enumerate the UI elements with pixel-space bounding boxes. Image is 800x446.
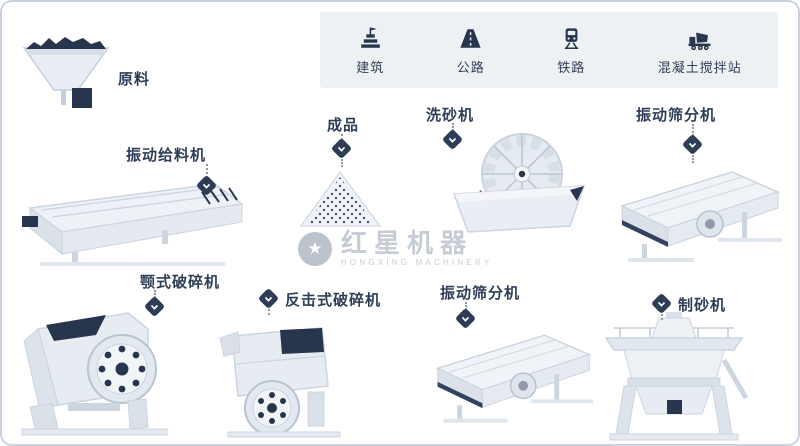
vibrating-screen-top-illustration	[619, 171, 782, 262]
legend-label: 建筑	[356, 59, 385, 75]
connector-line	[692, 124, 694, 136]
jaw-crusher-label: 颚式破碎机	[140, 274, 221, 291]
chevron-down-icon	[688, 142, 697, 148]
chevron-down-icon	[150, 304, 159, 310]
vibrating-screen-bottom-label: 振动筛分机	[440, 285, 521, 302]
vibrating-screen-top-marker	[681, 133, 704, 156]
jaw-crusher-marker	[143, 295, 166, 318]
legend-label: 公路	[456, 59, 485, 75]
brand-logo-icon: ★	[298, 231, 332, 266]
connector-line	[154, 290, 156, 298]
sand-maker-label: 制砂机	[678, 297, 727, 314]
vibrating-feeder-marker	[195, 174, 218, 197]
vibrating-screen-bottom-marker	[454, 307, 477, 330]
brand-watermark: ★ 红星机器 HONGXING MACHINERY	[298, 230, 492, 267]
finished-product-label: 成品	[327, 117, 360, 134]
connector-line	[692, 155, 694, 163]
legend-item-railway: 铁路	[557, 25, 585, 76]
chevron-down-icon	[264, 296, 273, 302]
sand-maker-marker	[650, 292, 673, 315]
impact-crusher-marker	[257, 287, 280, 310]
finished-product-marker	[330, 137, 353, 160]
impact-crusher-illustration	[219, 327, 341, 438]
vibrating-feeder-label: 振动给料机	[126, 147, 207, 164]
raw-material-label: 原料	[118, 71, 151, 88]
sand-maker-illustration	[604, 312, 749, 441]
legend-label: 铁路	[557, 59, 586, 75]
connector-line	[341, 134, 343, 140]
chevron-down-icon	[657, 301, 666, 307]
mixer-truck-icon	[688, 32, 711, 50]
chevron-down-icon	[448, 137, 457, 143]
vibrating-screen-top-label: 振动筛分机	[636, 107, 717, 124]
connector-line	[661, 314, 663, 320]
connector-line	[268, 309, 270, 315]
impact-crusher-label: 反击式破碎机	[285, 292, 382, 309]
raw-material-illustration	[22, 37, 110, 108]
vibrating-feeder-illustration	[22, 183, 244, 266]
sand-washer-marker	[441, 128, 464, 151]
connector-line	[452, 123, 454, 131]
connector-line	[206, 164, 208, 178]
star-icon: ★	[307, 238, 323, 258]
building-icon	[360, 27, 380, 48]
chevron-down-icon	[202, 183, 211, 189]
railway-icon	[564, 27, 578, 49]
legend-label: 混凝土搅拌站	[657, 59, 742, 75]
finished-product-illustration	[299, 170, 382, 227]
connector-line	[465, 302, 467, 310]
chevron-down-icon	[337, 146, 346, 152]
legend-item-concrete-plant: 混凝土搅拌站	[658, 25, 742, 76]
legend-item-building: 建筑	[356, 25, 384, 76]
application-legend-panel: 建筑 公路 铁路	[320, 12, 778, 88]
legend-item-highway: 公路	[457, 25, 485, 76]
highway-icon	[460, 28, 481, 48]
sand-washer-illustration	[452, 133, 586, 233]
connector-line	[341, 159, 343, 167]
sand-washer-label: 洗砂机	[426, 107, 475, 124]
brand-name: 红星机器	[341, 228, 474, 258]
jaw-crusher-illustration	[21, 312, 168, 436]
vibrating-screen-bottom-illustration	[435, 334, 594, 423]
brand-name-en: HONGXING MACHINERY	[341, 258, 493, 267]
chevron-down-icon	[461, 316, 470, 322]
